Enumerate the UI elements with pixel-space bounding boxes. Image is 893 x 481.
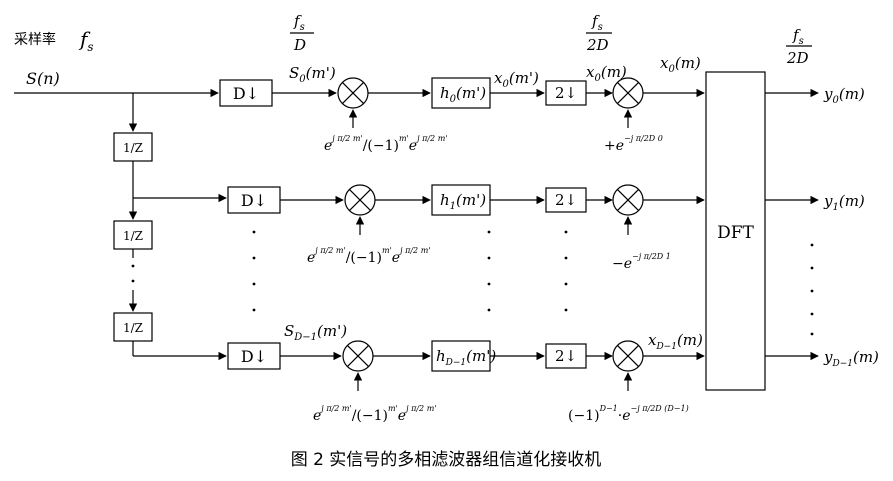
filter-box-last xyxy=(431,340,491,372)
rate-fs-over-2D-b: fs 2D xyxy=(786,26,812,67)
filter-label-1: h1(m') xyxy=(440,191,486,212)
svg-text:fs: fs xyxy=(792,26,804,47)
signal-in-0: S0(m') xyxy=(289,64,336,85)
rate-fs-over-2D-a: fs 2D xyxy=(586,12,612,54)
signal-in-last: SD−1(m') xyxy=(284,322,347,343)
filter-label-last: hD−1(m') xyxy=(436,347,496,368)
downsample-label-1: 2↓ xyxy=(555,191,577,209)
sample-rate-fs: fs xyxy=(78,27,94,54)
twiddle-1: −e−j π/2D 1 xyxy=(612,252,671,272)
dft-block xyxy=(705,71,766,391)
filter-label-0: h0(m') xyxy=(440,84,486,105)
filter-out-0: x0(m') xyxy=(494,69,539,90)
delay-label-3: 1/Z xyxy=(123,321,143,335)
branch-last: D↓ SD−1(m') ej π/2 m'/(−1)m'ej π/2 m' hD… xyxy=(227,322,879,424)
delay-chain-ellipsis xyxy=(131,264,135,283)
mix-out-0: x0(m) xyxy=(660,54,701,75)
output-0: y0(m) xyxy=(823,85,865,106)
input-signal-label: S(n) xyxy=(26,69,60,88)
decimator-label-0: D↓ xyxy=(233,84,259,103)
output-last: yD−1(m) xyxy=(823,348,879,369)
row-ellipsis xyxy=(252,230,814,336)
branch-0: D↓ S0(m') ej π/2 m'/(−1)m'ej π/2 m' h0(m… xyxy=(219,54,865,154)
decimator-label-1: D↓ xyxy=(241,191,267,210)
twiddle-last: (−1)D−1·e−j π/2D (D−1) xyxy=(568,404,689,424)
svg-text:2D: 2D xyxy=(786,49,809,67)
downsample-box-last xyxy=(545,343,587,369)
modulation-1: ej π/2 m'/(−1)m'ej π/2 m' xyxy=(307,246,430,266)
rate-fs-over-D: fs D xyxy=(290,12,314,54)
decimator-label-last: D↓ xyxy=(241,347,267,366)
modulation-0: ej π/2 m'/(−1)m'ej π/2 m' xyxy=(324,134,447,154)
downsample-label-last: 2↓ xyxy=(555,347,577,365)
output-1: y1(m) xyxy=(823,192,865,213)
down-out-0: x0(m) xyxy=(586,63,627,84)
branch-1: D↓ ej π/2 m'/(−1)m'ej π/2 m' h1(m') 2↓ −… xyxy=(227,184,865,272)
decimator-box-0 xyxy=(219,79,273,107)
sample-rate-label: 采样率 xyxy=(14,31,56,48)
figure-caption: 图 2 实信号的多相滤波器组信道化接收机 xyxy=(291,450,602,470)
filter-box-1 xyxy=(431,184,491,216)
delay-label-1: 1/Z xyxy=(123,141,143,155)
svg-text:D: D xyxy=(293,36,306,54)
svg-text:2D: 2D xyxy=(586,36,609,54)
dft-label: DFT xyxy=(717,223,754,243)
delay-label-2: 1/Z xyxy=(123,229,143,243)
twiddle-0: +e−j π/2D 0 xyxy=(604,134,663,154)
decimator-box-1 xyxy=(227,186,281,214)
svg-text:fs: fs xyxy=(293,12,305,33)
downsample-label-0: 2↓ xyxy=(555,84,577,102)
delay-box-1 xyxy=(113,132,153,162)
svg-text:fs: fs xyxy=(591,12,603,33)
downsample-box-0 xyxy=(545,80,587,106)
downsample-box-1 xyxy=(545,187,587,213)
modulation-last: ej π/2 m'/(−1)m'ej π/2 m' xyxy=(313,404,436,424)
mix-out-last: xD−1(m) xyxy=(648,331,703,352)
